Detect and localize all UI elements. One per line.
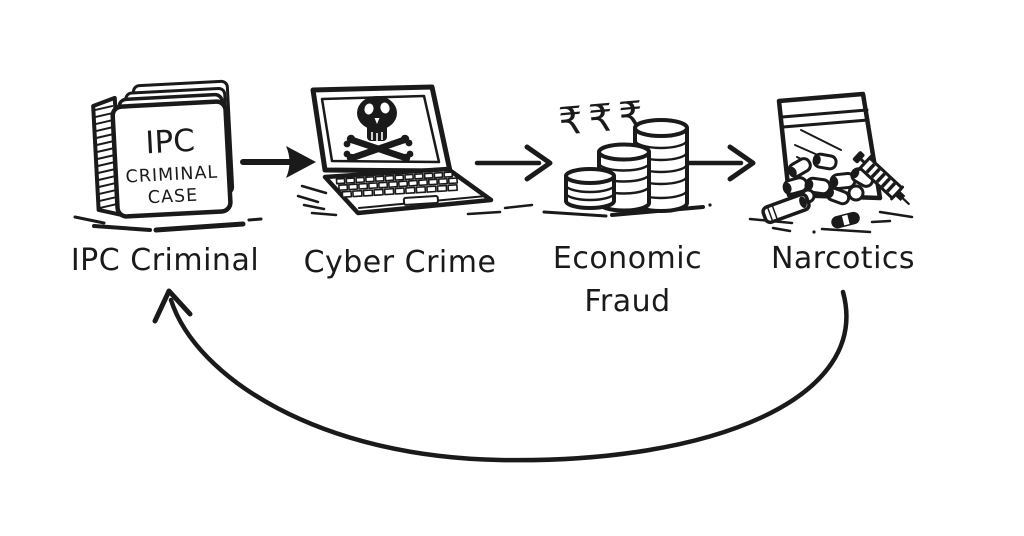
pill-bottle <box>761 192 811 225</box>
case-file-stack-icon: IPC CRIMINAL CASE <box>73 79 263 233</box>
arrow-ipc-to-cyber <box>240 146 316 178</box>
touchpad <box>402 195 439 206</box>
arrow-economic-to-narcotics <box>685 144 756 182</box>
node-label-narcotics: Narcotics <box>770 241 916 276</box>
keyboard-keys <box>335 171 459 206</box>
rupee-coin-stacks-icon: ₹₹₹ <box>542 92 712 218</box>
document-title-line: IPC <box>145 123 196 162</box>
capsule <box>831 211 860 229</box>
node-label-ipc-criminal: IPC Criminal <box>70 243 260 278</box>
document-title-line: CRIMINAL <box>125 163 219 188</box>
ground-shadow <box>296 184 534 217</box>
ground-shadow <box>73 215 263 233</box>
coin-stack-small <box>564 167 616 210</box>
arrowhead <box>524 144 553 182</box>
node-label-economic-fraud: Economic Fraud <box>552 241 703 319</box>
bag-seal-band <box>780 108 870 129</box>
arrowhead <box>727 144 756 182</box>
document-title-line: CASE <box>147 186 198 209</box>
cycle-arrow <box>152 288 849 463</box>
crossbones <box>343 134 414 163</box>
arrowhead <box>152 288 193 324</box>
laptop-skull-icon <box>296 84 534 217</box>
document-front-cover <box>110 99 233 219</box>
arrow-cyber-to-economic <box>474 144 553 182</box>
node-label-cyber-crime: Cyber Crime <box>303 245 497 280</box>
skull-and-crossbones-icon <box>343 96 414 163</box>
arrowhead <box>286 146 316 178</box>
drug-bag-syringe-icon <box>748 91 914 234</box>
syringe-icon <box>852 151 910 206</box>
spine-binding-hatches <box>94 105 119 209</box>
